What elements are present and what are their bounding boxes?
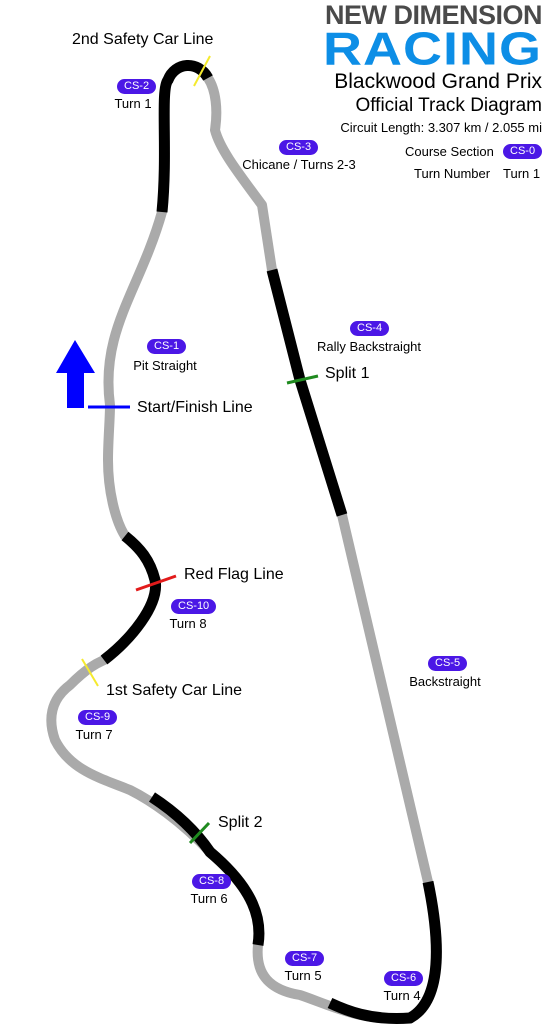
badge-cs2: CS-2 bbox=[117, 79, 157, 94]
label-cs9: Turn 7 bbox=[75, 727, 113, 742]
split2-line bbox=[188, 821, 211, 845]
badge-cs10: CS-10 bbox=[171, 599, 217, 614]
label-cs6: Turn 4 bbox=[383, 988, 421, 1003]
badge-cs3: CS-3 bbox=[279, 140, 319, 155]
legend-course-section-badge: CS-0 bbox=[503, 144, 543, 159]
track-outline bbox=[46, 60, 442, 1024]
track-dark-turn4 bbox=[327, 880, 442, 1024]
label-red-flag: Red Flag Line bbox=[184, 566, 284, 583]
track-dark-rally-backstraight bbox=[266, 268, 348, 517]
label-first-safety-car: 1st Safety Car Line bbox=[106, 682, 243, 699]
badge-cs8: CS-8 bbox=[192, 874, 232, 889]
badge-cs5: CS-5 bbox=[428, 656, 468, 671]
ndr-logo: NEW DIMENSION RACING bbox=[323, 0, 543, 78]
label-second-safety-car: 2nd Safety Car Line bbox=[72, 31, 214, 48]
label-cs10: Turn 8 bbox=[169, 616, 207, 631]
label-split1: Split 1 bbox=[325, 365, 370, 382]
badge-cs6: CS-6 bbox=[384, 971, 424, 986]
track-dark-turn6 bbox=[148, 792, 265, 946]
label-cs1: Pit Straight bbox=[133, 358, 197, 373]
first-safety-car-line bbox=[81, 658, 99, 687]
legend-turn-number-label: Turn Number bbox=[414, 166, 491, 181]
split1-line bbox=[286, 374, 319, 385]
logo-top-text: NEW DIMENSION bbox=[324, 0, 543, 30]
logo-main-text: RACING bbox=[323, 23, 542, 75]
label-cs4: Rally Backstraight bbox=[316, 339, 422, 354]
label-start-finish: Start/Finish Line bbox=[137, 399, 253, 416]
label-cs5: Backstraight bbox=[409, 674, 481, 689]
label-split2: Split 2 bbox=[218, 814, 263, 831]
badge-cs4: CS-4 bbox=[350, 321, 390, 336]
track-title: Blackwood Grand Prix bbox=[334, 70, 542, 93]
track-subtitle: Official Track Diagram bbox=[355, 95, 542, 116]
second-safety-car-line bbox=[193, 55, 211, 87]
circuit-length: Circuit Length: 3.307 km / 2.055 mi bbox=[340, 120, 542, 135]
red-flag-line bbox=[135, 574, 177, 592]
legend-turn-number-value: Turn 1 bbox=[503, 166, 541, 181]
label-cs8: Turn 6 bbox=[190, 891, 228, 906]
label-cs2: Turn 1 bbox=[114, 96, 152, 111]
start-finish-arrow-icon bbox=[56, 340, 95, 408]
label-cs3: Chicane / Turns 2-3 bbox=[242, 157, 356, 172]
badge-cs7: CS-7 bbox=[285, 951, 325, 966]
track-dark-turn8 bbox=[100, 531, 162, 665]
badge-cs9: CS-9 bbox=[78, 710, 118, 725]
track-dark-turn1 bbox=[156, 60, 213, 213]
legend-course-section-label: Course Section bbox=[405, 144, 494, 159]
label-cs7: Turn 5 bbox=[284, 968, 322, 983]
badge-cs1: CS-1 bbox=[147, 339, 187, 354]
